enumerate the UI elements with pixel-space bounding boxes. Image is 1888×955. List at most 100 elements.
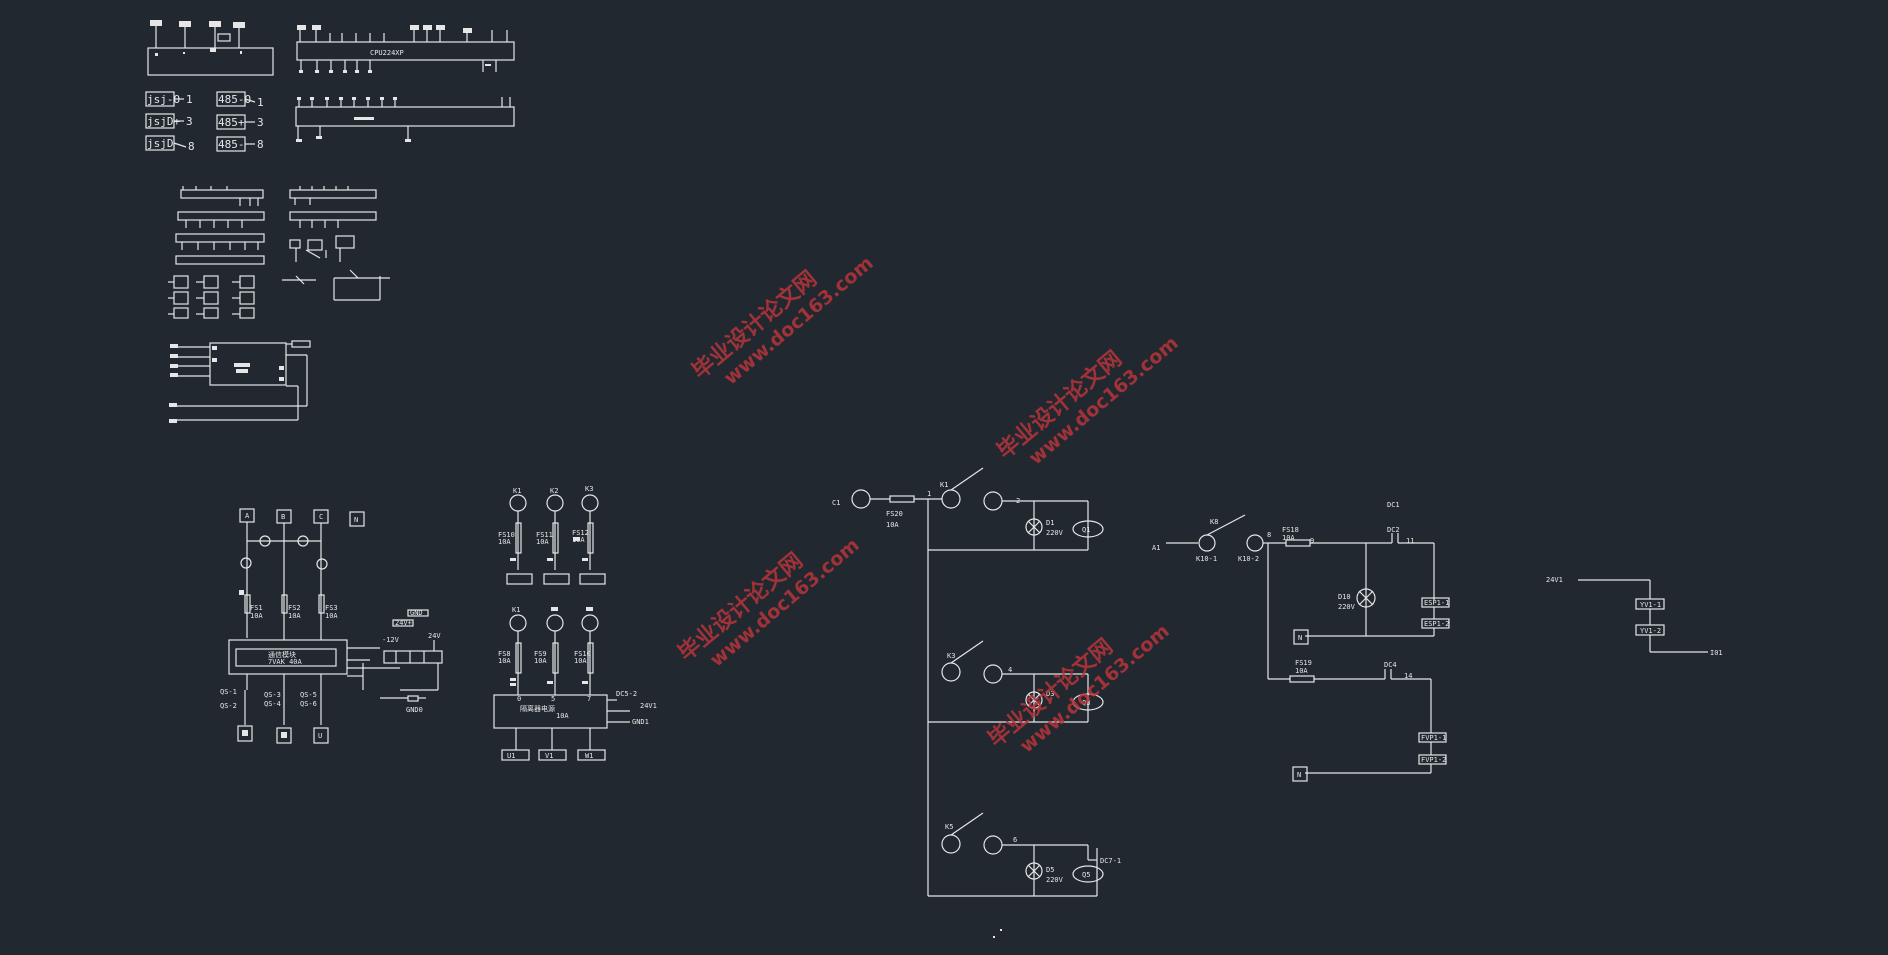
coil-yv1-1: YV1-1 bbox=[1640, 601, 1661, 609]
terminal-485-plus: 485+ bbox=[218, 116, 245, 129]
fuse-fs19: FS19 bbox=[1295, 659, 1312, 667]
svg-text:FS11: FS11 bbox=[536, 531, 553, 539]
node-1: 1 bbox=[927, 490, 931, 498]
terminal-n8-a: 8 bbox=[188, 140, 195, 153]
fuse-fs18: FS18 bbox=[1282, 526, 1299, 534]
top-left-terminal-block bbox=[147, 20, 274, 76]
terminal-n1-b: 1 bbox=[257, 96, 264, 109]
coil-fvp1-2: FVP1-2 bbox=[1421, 756, 1446, 764]
node-11: 11 bbox=[1406, 537, 1414, 545]
block-pin-7: 7 bbox=[587, 695, 591, 703]
source-c1: C1 bbox=[832, 499, 840, 507]
svg-text:10A: 10A bbox=[534, 657, 547, 665]
block-dc5-2: DC5-2 bbox=[616, 690, 637, 698]
isolator-section: K1 K2 K3 FS10 10A FS11 10A FS12 10A K1 bbox=[493, 485, 657, 761]
qs-1: QS-1 bbox=[220, 688, 237, 696]
block-24v1: 24V1 bbox=[640, 702, 657, 710]
svg-text:10A: 10A bbox=[498, 538, 511, 546]
switch-k3: K3 bbox=[947, 652, 955, 660]
plc-label: CPU224XP bbox=[370, 49, 404, 57]
svg-text:10A: 10A bbox=[325, 612, 338, 620]
phase-c: C bbox=[319, 513, 323, 521]
block-pin-0: 0 bbox=[517, 695, 521, 703]
svg-text:K2: K2 bbox=[550, 487, 558, 495]
svg-text:K1: K1 bbox=[512, 606, 520, 614]
module-cluster bbox=[168, 186, 390, 319]
far-right-circuit: 24V1 YV1-1 YV1-2 I01 bbox=[1546, 576, 1723, 657]
phase-b: B bbox=[281, 513, 285, 521]
svg-text:10A: 10A bbox=[498, 657, 511, 665]
svg-text:10A: 10A bbox=[250, 612, 263, 620]
fuse-fs18-rating: 10A bbox=[1282, 534, 1295, 542]
label-neg12v: -12V bbox=[382, 636, 400, 644]
terminal-n3-a: 3 bbox=[186, 115, 193, 128]
relay-q1: Q1 bbox=[1082, 526, 1090, 534]
phase-a: A bbox=[245, 512, 250, 520]
svg-text:FS8: FS8 bbox=[498, 650, 511, 658]
terminal-485-o: 485-O bbox=[218, 93, 251, 106]
watermark-1: 毕业设计论文网 www.doc163.com bbox=[687, 252, 878, 389]
lamp-d10-voltage: 220V bbox=[1338, 603, 1356, 611]
dc7-1: DC7-1 bbox=[1100, 857, 1121, 865]
dc1: DC1 bbox=[1387, 501, 1400, 509]
fuse-fs20-rating: 10A bbox=[886, 521, 899, 529]
plc-cpu-block: CPU224XP bbox=[295, 25, 515, 142]
fuse-fs2: FS2 bbox=[288, 604, 301, 612]
phase-n: N bbox=[354, 516, 358, 524]
fuse-fs20: FS20 bbox=[886, 510, 903, 518]
svg-text:K3: K3 bbox=[585, 485, 593, 493]
label-i01: I01 bbox=[1710, 649, 1723, 657]
coil-esp1-1: ESP1-1 bbox=[1424, 599, 1449, 607]
svg-text:K1: K1 bbox=[513, 487, 521, 495]
lamp-d5: D5 bbox=[1046, 866, 1054, 874]
svg-text:10A: 10A bbox=[574, 657, 587, 665]
n-box-1: N bbox=[1298, 634, 1302, 642]
terminal-jsj-o: jsj-O bbox=[147, 93, 180, 106]
converter-sub: 7VAK 40A bbox=[268, 658, 303, 666]
terminal-n3-b: 3 bbox=[257, 116, 264, 129]
watermark-3: 毕业设计论文网 www.doc163.com bbox=[673, 534, 864, 671]
label-gnd0: GND0 bbox=[406, 706, 423, 714]
qs-3: QS-3 bbox=[264, 691, 281, 699]
fuse-fs1: FS1 bbox=[250, 604, 263, 612]
n-box-2: N bbox=[1297, 771, 1301, 779]
watermark-2: 毕业设计论文网 www.doc163.com bbox=[992, 332, 1183, 469]
coil-esp1-2: ESP1-2 bbox=[1424, 620, 1449, 628]
svg-text:FS12: FS12 bbox=[572, 529, 589, 537]
node-14: 14 bbox=[1404, 672, 1412, 680]
label-24vplus: 24V+ bbox=[395, 619, 412, 627]
qs-4: QS-4 bbox=[264, 700, 281, 708]
svg-text:FS9: FS9 bbox=[534, 650, 547, 658]
node-9: 9 bbox=[1310, 537, 1314, 545]
isolator-block-label: 隔离器电源 bbox=[520, 704, 555, 713]
qs-5: QS-5 bbox=[300, 691, 317, 699]
qs-2: QS-2 bbox=[220, 702, 237, 710]
svg-text:10A: 10A bbox=[288, 612, 301, 620]
label-24v: 24V bbox=[428, 632, 441, 640]
switch-k8: K8 bbox=[1210, 518, 1218, 526]
lamp-d10: D10 bbox=[1338, 593, 1351, 601]
block-gnd1: GND1 bbox=[632, 718, 649, 726]
watermark-4: 毕业设计论文网 www.doc163.com bbox=[983, 620, 1174, 757]
k10-2: K10-2 bbox=[1238, 555, 1259, 563]
io-module bbox=[169, 340, 311, 423]
fuse-fs19-rating: 10A bbox=[1295, 667, 1308, 675]
iso-out-u1: U1 bbox=[507, 752, 515, 760]
fuse-fs3: FS3 bbox=[325, 604, 338, 612]
iso-out-w1: W1 bbox=[585, 752, 593, 760]
coil-fvp1-1: FVP1-1 bbox=[1421, 734, 1446, 742]
lamp-d1: D1 bbox=[1046, 519, 1054, 527]
terminal-jsj-minus: jsjD- bbox=[147, 137, 180, 150]
lamp-d1-voltage: 220V bbox=[1046, 529, 1064, 537]
isolator-block-sub: 10A bbox=[556, 712, 569, 720]
out-u: U bbox=[318, 732, 322, 740]
source-a1: A1 bbox=[1152, 544, 1160, 552]
qs-6: QS-6 bbox=[300, 700, 317, 708]
terminal-jsj-plus: jsjD+ bbox=[147, 115, 180, 128]
lamp-circuit: C1 FS20 10A 1 K1 2 D1 220V Q1 K3 4 bbox=[832, 467, 1121, 938]
node-4: 4 bbox=[1008, 666, 1012, 674]
switch-k5: K5 bbox=[945, 823, 953, 831]
k10-1: K10-1 bbox=[1196, 555, 1217, 563]
dc4: DC4 bbox=[1384, 661, 1397, 669]
